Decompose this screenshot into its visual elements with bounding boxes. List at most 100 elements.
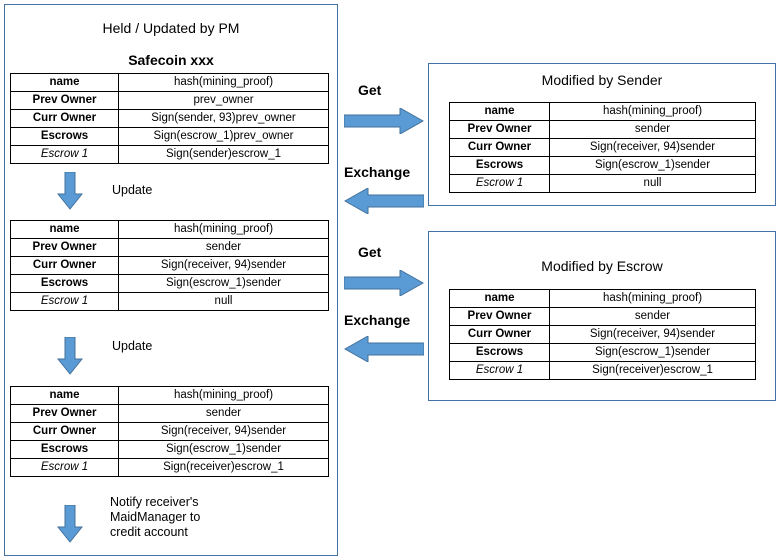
coin-field-value: hash(mining_proof) [118,386,329,405]
coin-field-key: Escrow 1 [10,458,119,477]
sender-panel-title: Modified by Sender [541,72,663,88]
coin-field-value: Sign(receiver, 94)sender [118,256,329,275]
get-arrow-2 [344,270,424,296]
coin-field-key: Curr Owner [449,325,550,344]
coin-field-key: Prev Owner [449,120,550,139]
coin-field-value: Sign(receiver, 94)sender [118,422,329,441]
coin-field-key: Curr Owner [10,422,119,441]
coin-field-value: prev_owner [118,91,329,110]
coin-field-key: name [10,386,119,405]
exchange-label-1: Exchange [344,164,411,180]
coin-field-value: sender [549,120,756,139]
coin-field-value: null [118,292,329,311]
sender-panel [428,63,776,206]
coin-field-value: sender [549,307,756,326]
coin-field-key: Prev Owner [449,307,550,326]
coin-field-key: Curr Owner [10,256,119,275]
coin-field-key: Escrow 1 [10,292,119,311]
exchange-label-2: Exchange [344,312,411,328]
coin-field-key: Escrow 1 [449,361,550,380]
coin-field-key: Escrows [449,343,550,362]
exchange-arrow-1 [344,188,424,214]
coin-field-value: hash(mining_proof) [118,73,329,92]
coin-field-value: Sign(receiver, 94)sender [549,325,756,344]
escrow-panel-title: Modified by Escrow [541,258,663,274]
coin-field-value: Sign(escrow_1)sender [549,343,756,362]
coin-field-value: Sign(escrow_1)sender [549,156,756,175]
coin-field-key: Escrow 1 [449,174,550,193]
exchange-arrow-2 [344,336,424,362]
coin-field-value: Sign(sender)escrow_1 [118,145,329,164]
coin-field-key: name [449,102,550,121]
coin-field-key: Prev Owner [10,404,119,423]
coin-field-key: name [10,220,119,239]
coin-field-key: Escrow 1 [10,145,119,164]
get-arrow-1 [344,108,424,134]
notify-arrow [57,505,83,543]
escrow-panel [428,231,776,401]
coin-field-value: null [549,174,756,193]
coin-field-key: Prev Owner [10,238,119,257]
coin-field-key: Escrows [449,156,550,175]
coin-field-key: Curr Owner [10,109,119,128]
pm-panel-title: Held / Updated by PM [102,20,240,36]
coin-field-key: Escrows [10,440,119,459]
coin-field-value: sender [118,238,329,257]
pm-panel-subtitle: Safecoin xxx [128,52,214,68]
update-arrow-2 [57,337,83,375]
pm-panel [4,4,338,556]
coin-field-key: Curr Owner [449,138,550,157]
notify-label: Notify receiver's MaidManager to credit … [110,495,201,539]
get-label-2: Get [358,244,382,260]
coin-field-key: Prev Owner [10,91,119,110]
coin-field-value: Sign(escrow_1)sender [118,440,329,459]
coin-field-value: Sign(receiver)escrow_1 [549,361,756,380]
coin-field-key: Escrows [10,274,119,293]
coin-field-value: Sign(receiver)escrow_1 [118,458,329,477]
coin-field-value: sender [118,404,329,423]
update-arrow-1 [57,172,83,210]
coin-field-value: Sign(sender, 93)prev_owner [118,109,329,128]
update-label-1: Update [112,183,153,197]
coin-field-value: Sign(escrow_1)sender [118,274,329,293]
coin-field-value: hash(mining_proof) [549,289,756,308]
coin-field-value: Sign(receiver, 94)sender [549,138,756,157]
coin-field-key: name [449,289,550,308]
coin-field-value: hash(mining_proof) [118,220,329,239]
get-label-1: Get [358,82,382,98]
coin-field-value: Sign(escrow_1)prev_owner [118,127,329,146]
coin-field-key: Escrows [10,127,119,146]
update-label-2: Update [112,339,153,353]
coin-field-value: hash(mining_proof) [549,102,756,121]
